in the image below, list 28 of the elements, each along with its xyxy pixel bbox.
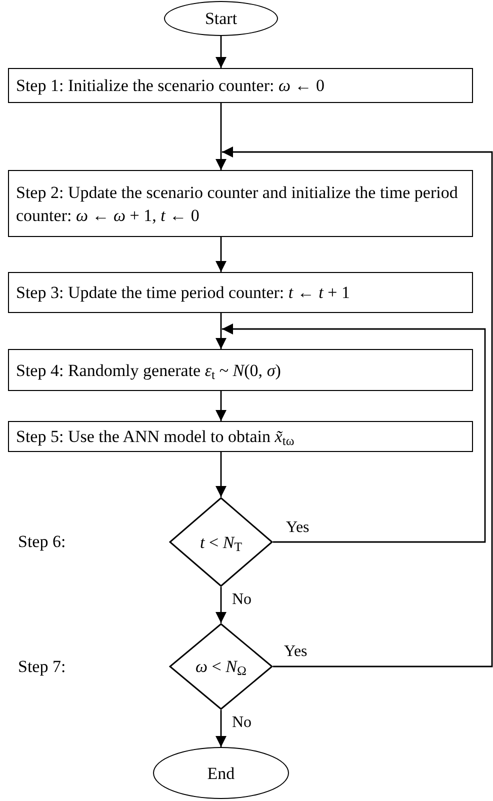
decision-diamond bbox=[169, 497, 273, 587]
process-box bbox=[8, 170, 473, 237]
arrow bbox=[216, 587, 226, 623]
node-text: ω < N$_{Ω}$ bbox=[196, 656, 246, 678]
arrow bbox=[222, 324, 486, 543]
arrow bbox=[216, 313, 226, 349]
node-text: End bbox=[207, 762, 235, 784]
decision-diamond bbox=[169, 623, 273, 710]
node-text: Start bbox=[204, 8, 238, 30]
node-text: Step 3: Update the time period counter: t ← t + 1 bbox=[16, 282, 350, 304]
node-text: Step 2: Update the scenario counter and initialize the time period counter: ω ← ω + 1, t ← 0 bbox=[16, 182, 459, 226]
arrow bbox=[216, 36, 226, 68]
arrow bbox=[216, 710, 226, 747]
node-text: Step 1: Initialize the scenario counter: ω ← 0 bbox=[16, 75, 324, 97]
node-text: Step 5: Use the ANN model to obtain x̃$_{tω}$ bbox=[16, 426, 294, 448]
step-label: Step 6: bbox=[18, 531, 66, 553]
node-text: Step 4: Randomly generate ε$_{t}$ ~ N(0, σ) bbox=[16, 360, 281, 382]
arrow bbox=[222, 146, 493, 668]
step-label: Step 7: bbox=[18, 656, 66, 678]
arrow bbox=[216, 452, 226, 497]
process-box bbox=[8, 349, 473, 391]
arrow bbox=[216, 391, 226, 421]
process-box bbox=[8, 421, 473, 452]
arrow bbox=[216, 103, 226, 170]
process-box bbox=[8, 68, 473, 103]
process-box bbox=[8, 272, 473, 313]
arrow bbox=[216, 237, 226, 272]
node-text: t < N$_{T}$ bbox=[200, 532, 242, 554]
